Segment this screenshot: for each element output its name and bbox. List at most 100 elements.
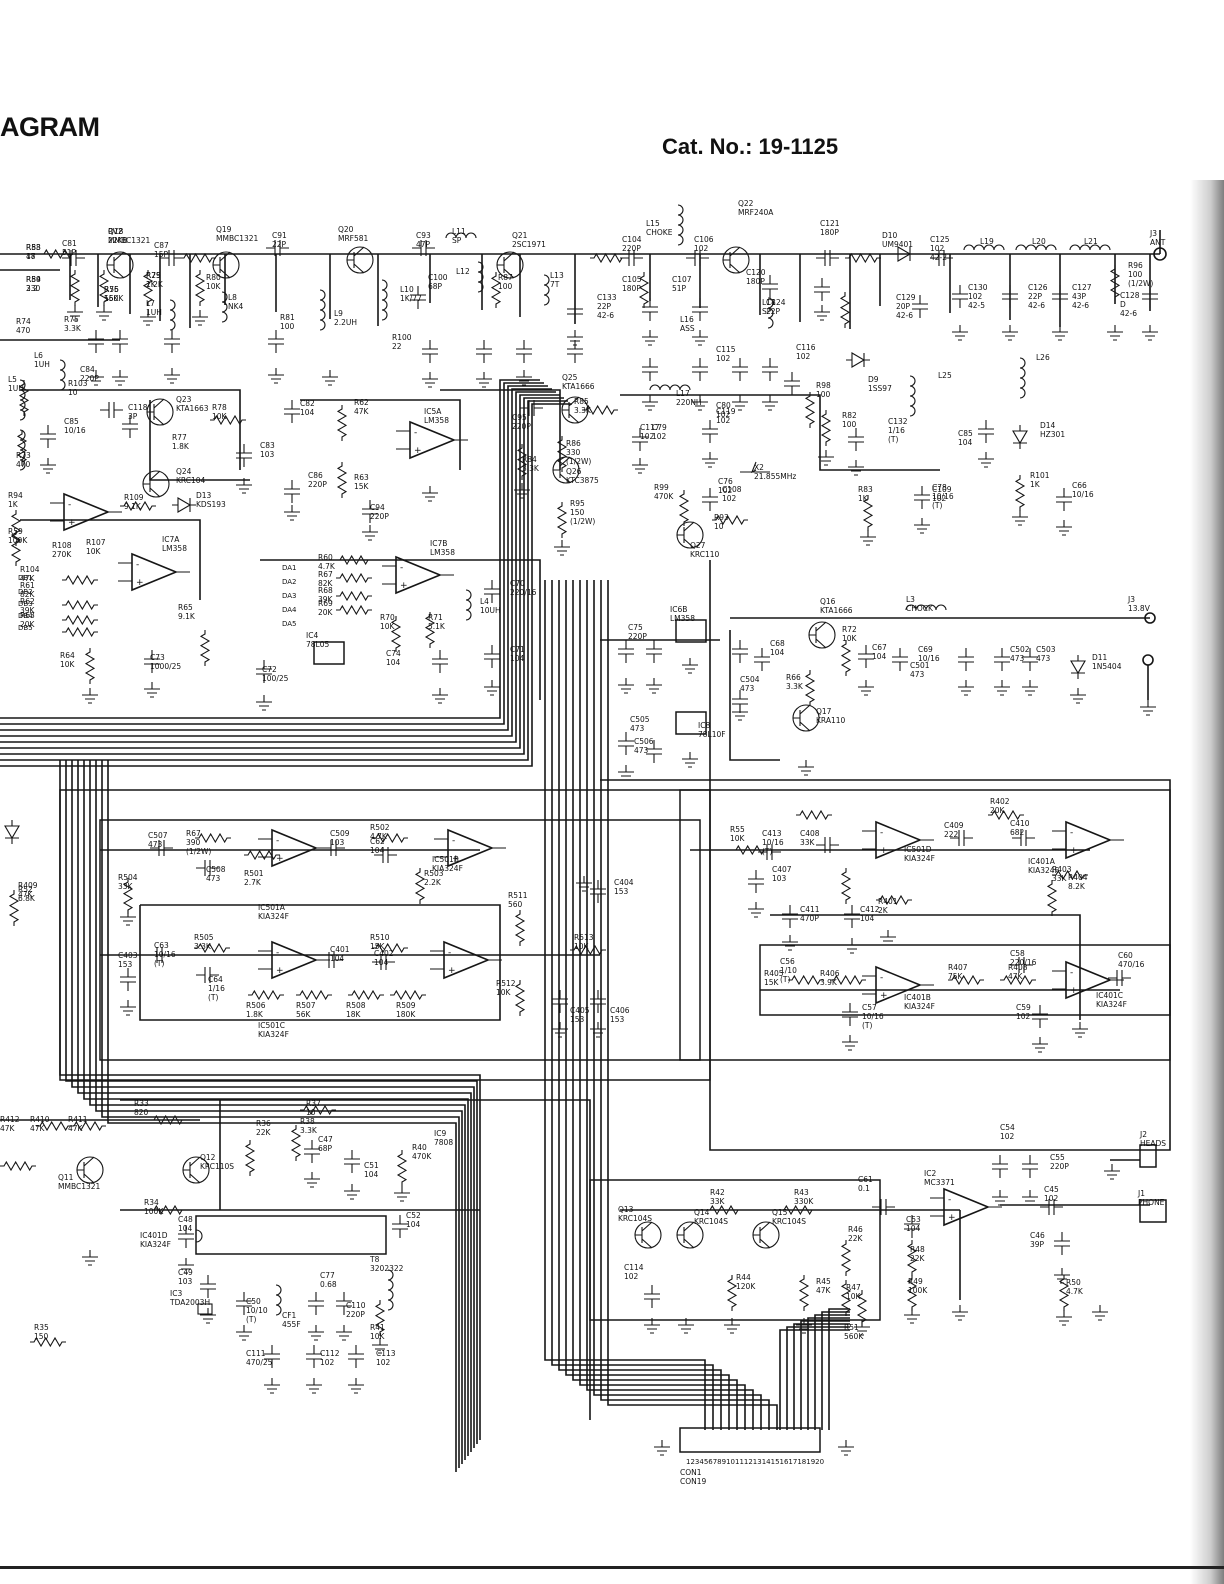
resistor	[336, 590, 372, 602]
component-label: 100	[280, 322, 295, 331]
ground-symbol	[1012, 510, 1028, 526]
component-label: R40	[412, 1143, 427, 1152]
component-label: 102	[932, 494, 947, 503]
ground-symbol	[1070, 688, 1086, 704]
capacitor	[914, 486, 930, 509]
component-label: R83	[858, 485, 873, 494]
opamp-sign: +	[276, 966, 284, 976]
ground-symbol	[904, 1308, 920, 1324]
component-label: R87	[498, 273, 513, 282]
component-label: 47K	[354, 407, 370, 416]
ground-symbol	[818, 450, 834, 466]
component-label: SP	[452, 236, 462, 245]
component-label: R72	[842, 625, 857, 634]
resistor	[122, 878, 134, 914]
component-label: R33	[134, 1099, 149, 1108]
component-label: C413	[762, 829, 782, 838]
component-label: C509	[330, 829, 350, 838]
capacitor	[844, 905, 860, 928]
wire	[107, 760, 457, 1472]
capacitor	[62, 250, 85, 266]
component-label: R35	[34, 1323, 49, 1332]
resistor	[798, 1275, 810, 1311]
ics	[195, 619, 1167, 1453]
ground-symbol	[854, 1320, 870, 1336]
capacitor	[196, 967, 219, 983]
opamp	[409, 420, 457, 460]
component-label: 102	[716, 354, 731, 363]
component-label: D9	[868, 375, 879, 384]
capacitor	[816, 837, 839, 853]
component-label: IC401A	[1028, 857, 1056, 866]
component-label: C50	[246, 1297, 261, 1306]
component-label: R69	[318, 599, 333, 608]
component-label: 15K	[370, 942, 386, 951]
wire	[0, 379, 540, 719]
component-label: 220P	[370, 512, 389, 521]
wire	[77, 760, 472, 1452]
transistor-leads	[723, 246, 741, 274]
component-label: R409	[18, 881, 38, 890]
component-label: DA2	[282, 578, 297, 586]
component-label: C402	[374, 949, 394, 958]
ic-body	[195, 1215, 387, 1255]
capacitor	[872, 1199, 895, 1215]
wire	[600, 580, 770, 1430]
resistor	[414, 868, 426, 904]
component-label: 1UH	[146, 308, 162, 317]
component-label: SP	[762, 307, 772, 316]
resistor	[424, 612, 436, 648]
component-label: C69	[918, 645, 933, 654]
component-label: DB2	[18, 588, 33, 596]
component-label: 20K	[20, 620, 36, 629]
component-label: KRC104S	[618, 1214, 652, 1223]
resistor	[390, 616, 402, 652]
opamp-sign: +	[880, 846, 888, 856]
component-label: C48	[178, 1215, 193, 1224]
ic-notch	[195, 1229, 203, 1243]
component-label: J2	[1139, 1130, 1147, 1139]
component-label: R51	[844, 1323, 859, 1332]
capacitor	[344, 1150, 360, 1173]
component-label: C61	[858, 1175, 873, 1184]
component-label: 33K	[710, 1197, 726, 1206]
component-label: R85	[574, 397, 589, 406]
component-label: Q18	[108, 227, 124, 236]
ground-symbol	[484, 680, 500, 696]
wire	[821, 1311, 850, 1430]
component-label: 10/16	[762, 838, 784, 847]
capacitor	[120, 968, 136, 991]
component-label: 102	[968, 292, 983, 301]
component-label: (T)	[154, 959, 165, 968]
ground-symbol	[67, 305, 83, 321]
component-label: 3.3K	[786, 682, 804, 691]
component-label: 102	[624, 1272, 639, 1281]
ground-symbol	[1052, 325, 1068, 341]
opamp-sign: -	[414, 428, 417, 438]
opamp	[447, 828, 495, 868]
wire	[65, 760, 478, 1444]
component-label: KRC110S	[200, 1162, 234, 1171]
capacitor	[754, 648, 770, 671]
resistor	[10, 530, 22, 566]
capacitor	[842, 1003, 858, 1026]
component-label: R82	[842, 411, 857, 420]
ground-symbol	[576, 876, 592, 892]
component-label: D14	[1040, 421, 1056, 430]
component-label: Q11	[58, 1173, 74, 1182]
resistor	[372, 832, 408, 844]
transistor-leads	[107, 251, 125, 279]
capacitor	[950, 830, 973, 846]
resistor	[84, 648, 96, 684]
capacitor	[1010, 957, 1033, 973]
component-label: (T)	[246, 1315, 257, 1324]
ground-symbol	[692, 330, 708, 346]
resistor	[862, 495, 874, 531]
resistor	[590, 252, 626, 264]
component-label: 22KB	[108, 236, 128, 245]
transistor-leads	[77, 1156, 95, 1184]
wire	[814, 1314, 850, 1430]
ground-symbol	[978, 452, 994, 468]
wire	[0, 388, 552, 737]
